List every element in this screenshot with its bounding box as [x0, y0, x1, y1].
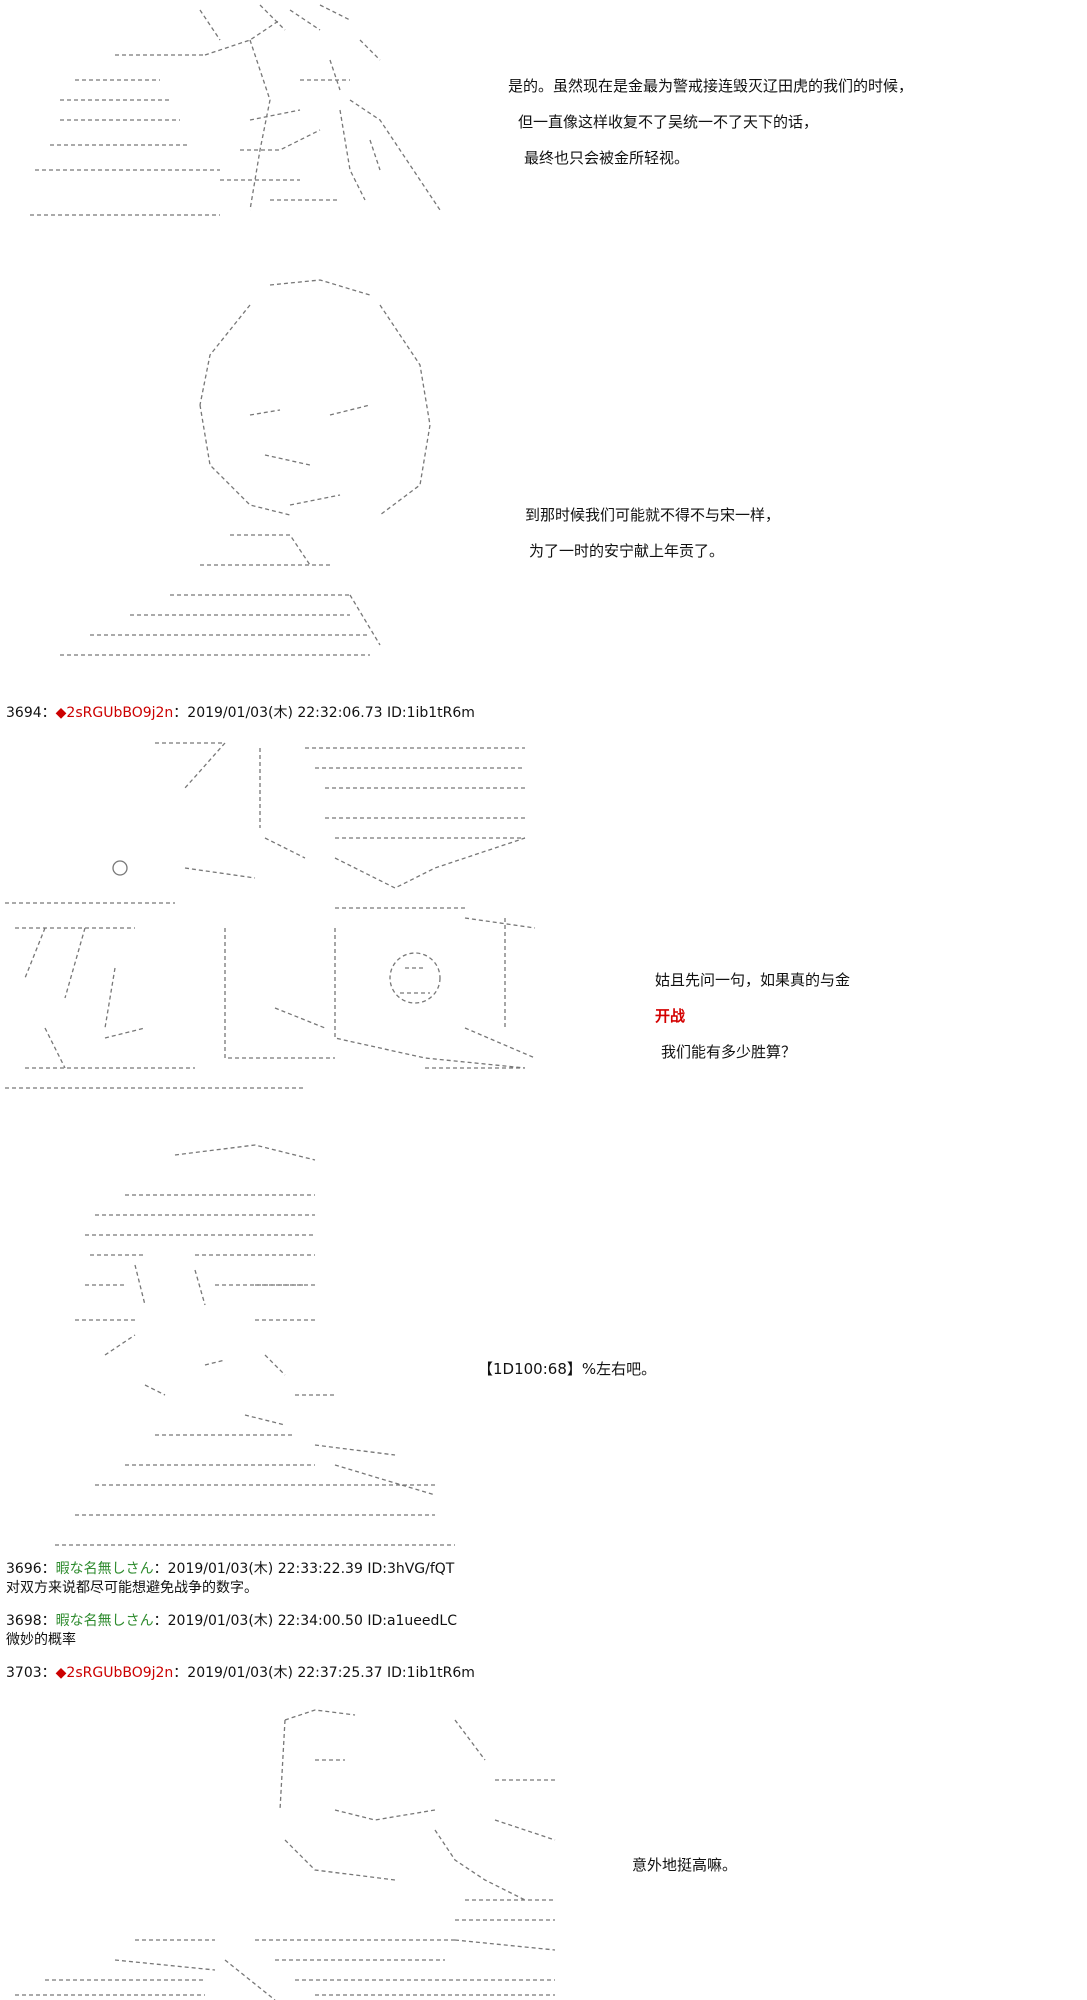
dialogue-line: 姑且先问一句，如果真的与金开战 — [655, 962, 850, 1034]
ascii-art-panel-2 — [50, 265, 500, 665]
post-header: 3694：◆2sRGUbBO9j2n：2019/01/03(木) 22:32:0… — [6, 702, 475, 722]
dialogue-panel-3: 姑且先问一句，如果真的与金开战 我们能有多少胜算？ — [655, 962, 850, 1070]
ascii-art-panel-5 — [15, 1700, 575, 2000]
separator: ： — [173, 705, 188, 721]
ascii-art-panel-4 — [55, 1135, 495, 1555]
poster-id: ID:1ib1tR6m — [386, 1665, 475, 1681]
separator: ： — [153, 1613, 168, 1629]
dialogue-line: 是的。虽然现在是金最为警戒接连毁灭辽田虎的我们的时候， — [508, 77, 914, 95]
poster-name: 2sRGUbBO9j2n — [66, 1665, 174, 1681]
poster-name: 2sRGUbBO9j2n — [66, 705, 174, 721]
post-header: 3703：◆2sRGUbBO9j2n：2019/01/03(木) 22:37:2… — [6, 1662, 475, 1682]
dialogue-panel-4: 【1D100:68】%左右吧。 — [478, 1351, 656, 1387]
highlight-kaizhan: 开战 — [655, 1007, 686, 1025]
post-header: 3698：暇な名無しさん：2019/01/03(木) 22:34:00.50 I… — [6, 1610, 457, 1630]
ascii-art-panel-1 — [20, 0, 520, 220]
trip-diamond-icon: ◆ — [55, 1665, 67, 1681]
dialogue-line: 但一直像这样收复不了吴统一不了天下的话， — [518, 113, 819, 131]
post-number[interactable]: 3698 — [6, 1613, 42, 1629]
post-datetime: 2019/01/03(木) 22:33:22.39 — [167, 1561, 363, 1577]
poster-id: ID:a1ueedLC — [367, 1613, 457, 1629]
separator: ： — [41, 1665, 56, 1681]
separator: ： — [41, 1561, 56, 1577]
post-number[interactable]: 3696 — [6, 1561, 42, 1577]
poster-id: ID:1ib1tR6m — [386, 705, 475, 721]
dialogue-panel-1: 是的。虽然现在是金最为警戒接连毁灭辽田虎的我们的时候， 但一直像这样收复不了吴统… — [508, 68, 913, 176]
ascii-art-panel-3 — [5, 728, 545, 1098]
dialogue-line: 最终也只会被金所轻视。 — [524, 149, 690, 167]
post-header: 3696：暇な名無しさん：2019/01/03(木) 22:33:22.39 I… — [6, 1558, 454, 1578]
dialogue-panel-5: 意外地挺高嘛。 — [632, 1847, 737, 1883]
trip-diamond-icon: ◆ — [55, 705, 67, 721]
separator: ： — [153, 1561, 168, 1577]
post-datetime: 2019/01/03(木) 22:34:00.50 — [167, 1613, 363, 1629]
dialogue-line: 【1D100:68】%左右吧。 — [478, 1360, 657, 1378]
dialogue-line: 意外地挺高嘛。 — [632, 1856, 738, 1874]
post-datetime: 2019/01/03(木) 22:32:06.73 — [187, 705, 383, 721]
post-number[interactable]: 3703 — [6, 1665, 42, 1681]
poster-name: 暇な名無しさん — [55, 1613, 154, 1629]
dialogue-line: 到那时候我们可能就不得不与宋一样， — [525, 506, 781, 524]
dialogue-panel-2: 到那时候我们可能就不得不与宋一样， 为了一时的安宁献上年贡了。 — [525, 497, 780, 569]
separator: ： — [41, 705, 56, 721]
poster-name: 暇な名無しさん — [55, 1561, 154, 1577]
post-body: 对双方来说都尽可能想避免战争的数字。 — [6, 1580, 258, 1596]
post-number[interactable]: 3694 — [6, 705, 42, 721]
dialogue-line: 我们能有多少胜算？ — [661, 1043, 797, 1061]
separator: ： — [41, 1613, 56, 1629]
dialogue-line: 为了一时的安宁献上年贡了。 — [529, 542, 725, 560]
post-body: 微妙的概率 — [6, 1632, 76, 1648]
post-datetime: 2019/01/03(木) 22:37:25.37 — [187, 1665, 383, 1681]
poster-id: ID:3hVG/fQT — [367, 1561, 455, 1577]
separator: ： — [173, 1665, 188, 1681]
